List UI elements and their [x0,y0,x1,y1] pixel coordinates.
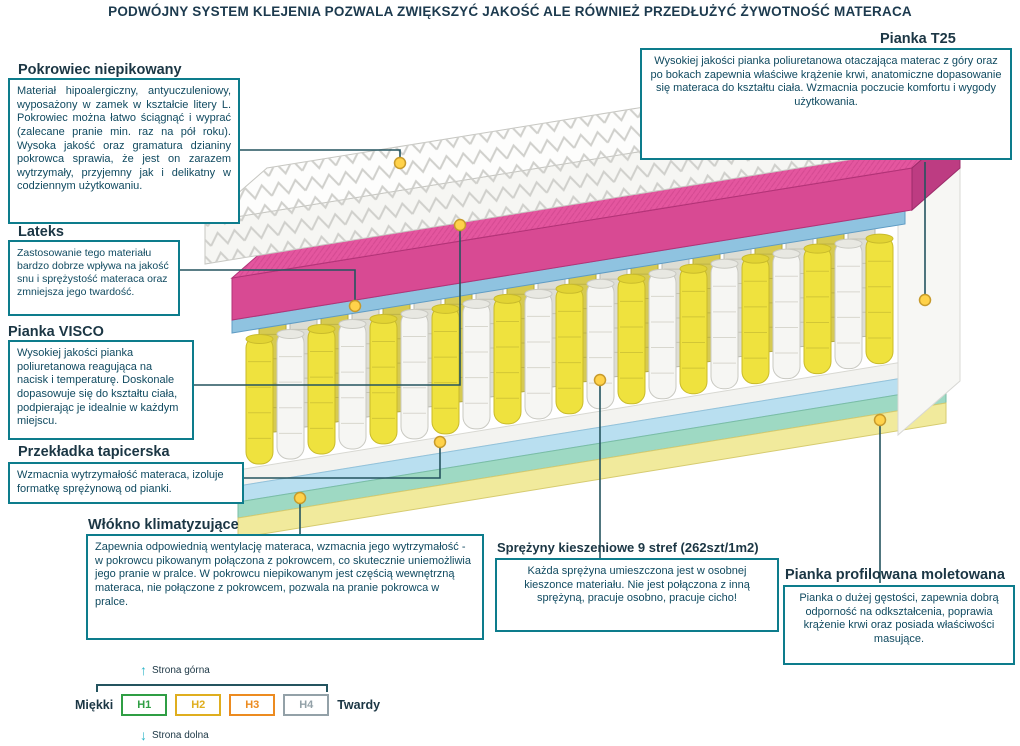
bottom-side-note: ↓ Strona dolna [140,728,209,742]
connector-lines [180,149,926,583]
hardness-label-hard: Twardy [337,698,381,712]
callout-title-pokrowiec: Pokrowiec niepikowany [18,62,182,78]
top-side-label: Strona górna [152,664,210,676]
callout-title-wlokno: Włókno klimatyzujące [88,517,239,533]
marker-dot-lateks [348,299,362,313]
marker-dot-t25 [918,293,932,307]
callout-body-sprezyny: Każda sprężyna umieszczona jest w osobne… [495,558,779,632]
callout-title-visco: Pianka VISCO [8,324,104,340]
hardness-scale: Miękki H1 H2 H3 H4 Twardy [75,694,380,716]
connector-przekladka [244,448,441,479]
marker-dot-visco [453,218,467,232]
arrow-up-icon: ↑ [140,662,147,678]
connector-pokrowiec [240,149,401,158]
hardness-level-h3: H3 [229,694,276,716]
marker-dot-cover [393,156,407,170]
arrow-down-icon: ↓ [140,727,147,743]
base-yellow-layer [237,402,947,539]
callout-title-profilowana: Pianka profilowana moletowana [785,567,1005,583]
callout-body-t25: Wysokiej jakości pianka poliuretanowa ot… [640,48,1012,160]
callout-body-lateks: Zastosowanie tego materiału bardzo dobrz… [8,240,180,316]
callout-title-przekladka: Przekładka tapicerska [18,444,170,460]
hardness-level-h1: H1 [121,694,168,716]
callout-body-pokrowiec: Materiał hipoalergiczny, antyuczuleniowy… [8,78,240,224]
marker-dot-przekladka [433,435,447,449]
marker-dots [293,156,932,505]
marker-dot-sprezyny [593,373,607,387]
connector-visco [194,231,461,386]
callout-title-t25: Pianka T25 [880,31,956,47]
banner-title: PODWÓJNY SYSTEM KLEJENIA POZWALA ZWIĘKSZ… [108,4,912,19]
callout-title-lateks: Lateks [18,224,64,240]
callout-body-visco: Wysokiej jakości pianka poliuretanowa re… [8,340,194,440]
hardness-level-h2: H2 [175,694,222,716]
callout-body-przekladka: Wzmacnia wytrzymałość materaca, izoluje … [8,462,244,504]
connector-lateks [180,269,356,300]
marker-dot-profilowana [873,413,887,427]
marker-dot-wlokno [293,491,307,505]
hardness-level-h4: H4 [283,694,330,716]
scale-bracket [96,684,328,692]
pocket-springs-front-row [245,233,894,465]
hardness-label-soft: Miękki [75,698,114,712]
top-side-note: ↑ Strona górna [140,663,210,677]
callout-body-profilowana: Pianka o dużej gęstości, zapewnia dobrą … [783,585,1015,665]
callout-body-wlokno: Zapewnia odpowiednią wentylację materaca… [86,534,484,640]
bottom-side-label: Strona dolna [152,729,209,741]
callout-title-sprezyny: Sprężyny kieszeniowe 9 stref (262szt/1m2… [497,540,759,555]
